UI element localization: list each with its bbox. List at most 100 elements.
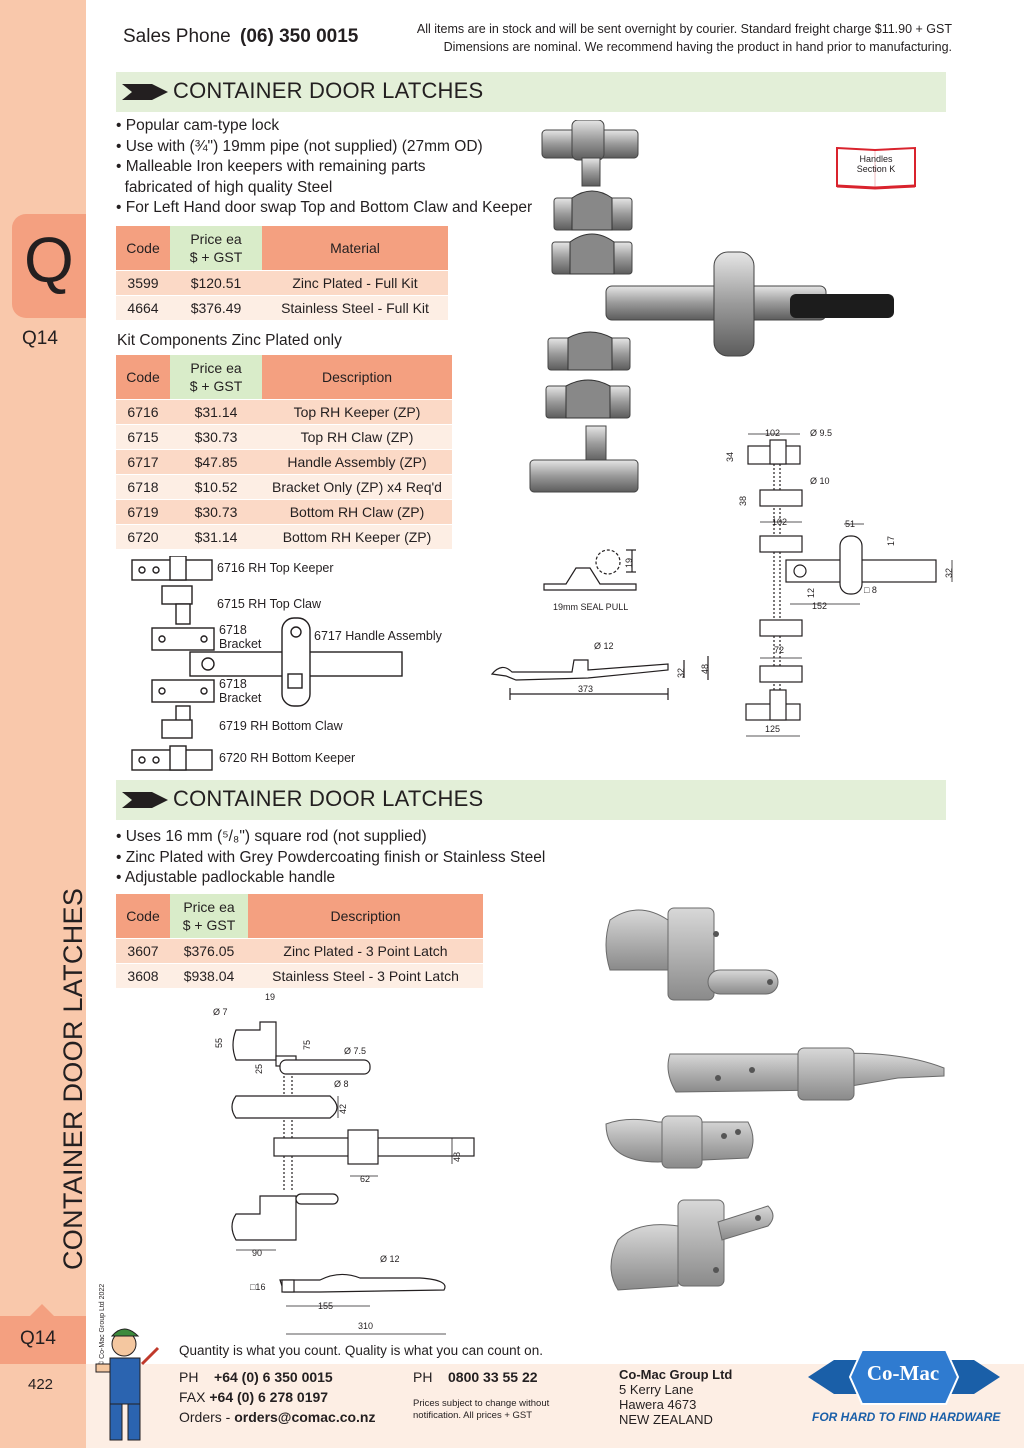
mascot-illustration (95, 1328, 160, 1441)
freight-notice: All items are in stock and will be sent … (417, 20, 952, 56)
col-header-description: Description (248, 894, 483, 938)
label-6718-text: Bracket (219, 637, 262, 651)
ph-number: +64 (0) 6 350 0015 (214, 1369, 333, 1385)
handles-reference-book: Handles Section K (835, 144, 917, 190)
cell-code: 3607 (116, 937, 170, 963)
address-line: Hawera 4673 (619, 1397, 697, 1412)
components-price-table: Code Price ea$ + GST Description 6716$31… (116, 355, 452, 549)
dim-front-125: 125 (765, 724, 781, 734)
cell-description: Bottom RH Claw (ZP) (262, 498, 452, 524)
logo-diamond (808, 1349, 1000, 1405)
cell-description: Stainless Steel - 3 Point Latch (248, 962, 483, 988)
section-title-bar-2: CONTAINER DOOR LATCHES (116, 780, 946, 820)
dim-latch-310: 310 (358, 1321, 374, 1331)
dim-side-48: 48 (700, 663, 710, 674)
feature-item: • Zinc Plated with Grey Powdercoating fi… (116, 848, 546, 866)
logo-brand: Co-Mac (866, 1361, 940, 1385)
cell-code: 6715 (116, 423, 170, 449)
dim-front-32: 32 (944, 567, 954, 578)
ph2-number: 0800 33 55 22 (448, 1369, 538, 1385)
fax-label: FAX (179, 1389, 206, 1405)
cell-code: 4664 (116, 294, 170, 320)
dim-front-8: □ 8 (864, 585, 877, 595)
dim-front-38: 38 (738, 495, 748, 506)
orders-email[interactable]: orders@comac.co.nz (234, 1409, 376, 1425)
cell-description: Bottom RH Keeper (ZP) (262, 523, 452, 549)
feature-item: • Uses 16 mm (⁵/₈") square rod (not supp… (116, 828, 427, 845)
sales-number: (06) 350 0015 (240, 26, 359, 47)
ph2-label: PH (413, 1369, 433, 1385)
prices-note-2: notification. All prices + GST (413, 1410, 533, 1421)
company-name: Co-Mac Group Ltd (619, 1367, 733, 1382)
section-title-bar-1: CONTAINER DOOR LATCHES (116, 72, 946, 112)
table-row: 4664 $376.49 Stainless Steel - Full Kit (116, 294, 448, 320)
cell-price: $376.05 (170, 937, 248, 963)
cell-price: $376.49 (170, 294, 262, 320)
price-line-2: $ + GST (189, 377, 243, 394)
seal-pull-diagram (543, 549, 637, 591)
handle-side-view-diagram (490, 656, 709, 700)
label-6719: 6719 RH Bottom Claw (219, 719, 343, 733)
label-6718-code: 6718 (219, 677, 247, 691)
col-header-code: Code (116, 355, 170, 399)
cell-price: $10.52 (170, 473, 262, 499)
dim-latch-55: 55 (214, 1037, 224, 1048)
table-row: 3599 $120.51 Zinc Plated - Full Kit (116, 269, 448, 295)
freephone-block: PH 0800 33 55 22 (413, 1367, 538, 1387)
dim-latch-42: 42 (338, 1103, 348, 1114)
arrow-icon (122, 84, 168, 100)
prices-note-1: Prices subject to change without (413, 1398, 550, 1409)
logo-slogan: FOR HARD TO FIND HARDWARE (812, 1410, 1001, 1424)
feature-list-1: • Popular cam-type lock • Use with (¾") … (116, 116, 532, 219)
feature-item: • Popular cam-type lock (116, 117, 280, 134)
col-header-price: Price ea$ + GST (170, 355, 262, 399)
cell-description: Top RH Claw (ZP) (262, 423, 452, 449)
dim-front-72: 72 (774, 645, 785, 655)
dim-latch-62: 62 (360, 1174, 371, 1184)
cell-description: Bracket Only (ZP) x4 Req'd (262, 473, 452, 499)
section-tab: Q (12, 214, 86, 318)
book-icon (836, 146, 916, 190)
page-number: 422 (28, 1376, 54, 1393)
cell-code: 3608 (116, 962, 170, 988)
cell-code: 6716 (116, 398, 170, 424)
label-6718-code: 6718 (219, 623, 247, 637)
dim-front-152: 152 (812, 601, 828, 611)
feature-list-2: • Uses 16 mm (⁵/₈") square rod (not supp… (116, 827, 545, 889)
label-6720: 6720 RH Bottom Keeper (219, 751, 356, 765)
parts-exploded-diagram (131, 556, 403, 771)
cell-code: 6720 (116, 523, 170, 549)
cell-description: Top RH Keeper (ZP) (262, 398, 452, 424)
price-line-1: Price ea (190, 359, 242, 376)
arrow-icon (122, 792, 168, 808)
handles-ref-line1: Handles (859, 154, 893, 164)
dim-latch-155: 155 (318, 1301, 334, 1311)
cell-price: $30.73 (170, 498, 262, 524)
dim-side-12: Ø 12 (594, 641, 614, 651)
seal-pull-caption: 19mm SEAL PULL (553, 602, 629, 612)
ph-label: PH (179, 1369, 199, 1385)
notice-line-1: All items are in stock and will be sent … (416, 22, 952, 36)
cell-code: 6717 (116, 448, 170, 474)
dim-latch-75: 75 (302, 1039, 312, 1050)
dim-latch-19: 19 (265, 992, 276, 1002)
tagline: Quantity is what you count. Quality is w… (179, 1343, 543, 1358)
label-6717: 6717 Handle Assembly (314, 629, 442, 643)
page-code-bottom: Q14 (20, 1328, 56, 1349)
col-header-code: Code (116, 226, 170, 270)
dim-front-102a: 102 (765, 428, 781, 438)
cam-lock-kit-photo (529, 120, 894, 493)
cell-price: $30.73 (170, 423, 262, 449)
dim-front-17: 17 (886, 535, 896, 546)
feature-item: • Use with (¾") 19mm pipe (not supplied)… (116, 137, 483, 155)
three-point-latch-photos (605, 907, 945, 1291)
cell-description: Zinc Plated - 3 Point Latch (248, 937, 483, 963)
sales-label: Sales Phone (123, 26, 231, 47)
contact-block: PH +64 (0) 6 350 0015 FAX +64 (0) 6 278 … (179, 1367, 376, 1427)
col-header-code: Code (116, 894, 170, 938)
